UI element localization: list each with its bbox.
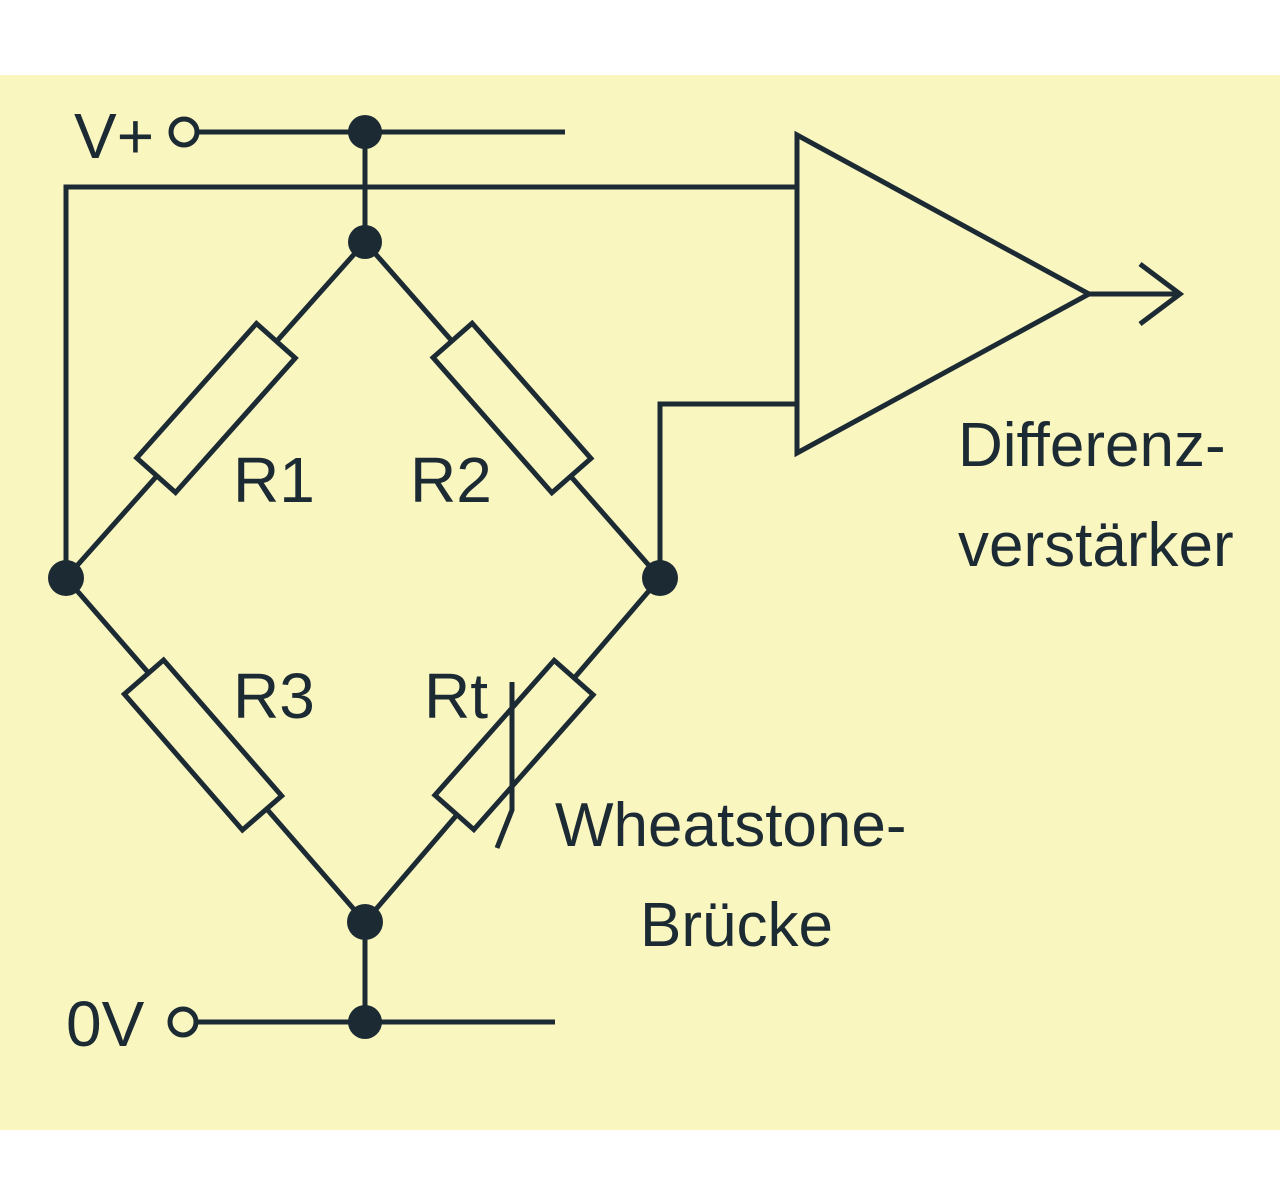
amplifier-label-line1: Differenz-	[958, 411, 1226, 480]
ground-supply-label: 0V	[66, 988, 145, 1060]
ground-terminal	[167, 1006, 199, 1038]
r1-label: R1	[233, 444, 315, 516]
right-node-junction	[642, 560, 678, 596]
ground-rail-junction	[348, 1005, 382, 1039]
bridge-label-line2: Brücke	[640, 891, 833, 960]
left-node-junction	[48, 560, 84, 596]
output-arrow-icon	[1138, 262, 1185, 326]
positive-terminal	[168, 116, 200, 148]
resistor-r2	[429, 319, 595, 497]
left-sense-wire	[63, 184, 797, 578]
differential-amplifier	[794, 130, 1095, 458]
amplifier-label-line2: verstärker	[958, 511, 1234, 580]
resistor-r1	[133, 319, 299, 497]
thermistor-symbol-line	[494, 682, 515, 849]
resistor-r3	[120, 656, 286, 834]
rt-label: Rt	[424, 660, 488, 732]
positive-supply-label: V+	[74, 100, 154, 172]
r2-label: R2	[410, 444, 492, 516]
right-sense-wire	[657, 401, 797, 578]
r3-label: R3	[233, 660, 315, 732]
bridge-label-line1: Wheatstone-	[555, 791, 907, 860]
